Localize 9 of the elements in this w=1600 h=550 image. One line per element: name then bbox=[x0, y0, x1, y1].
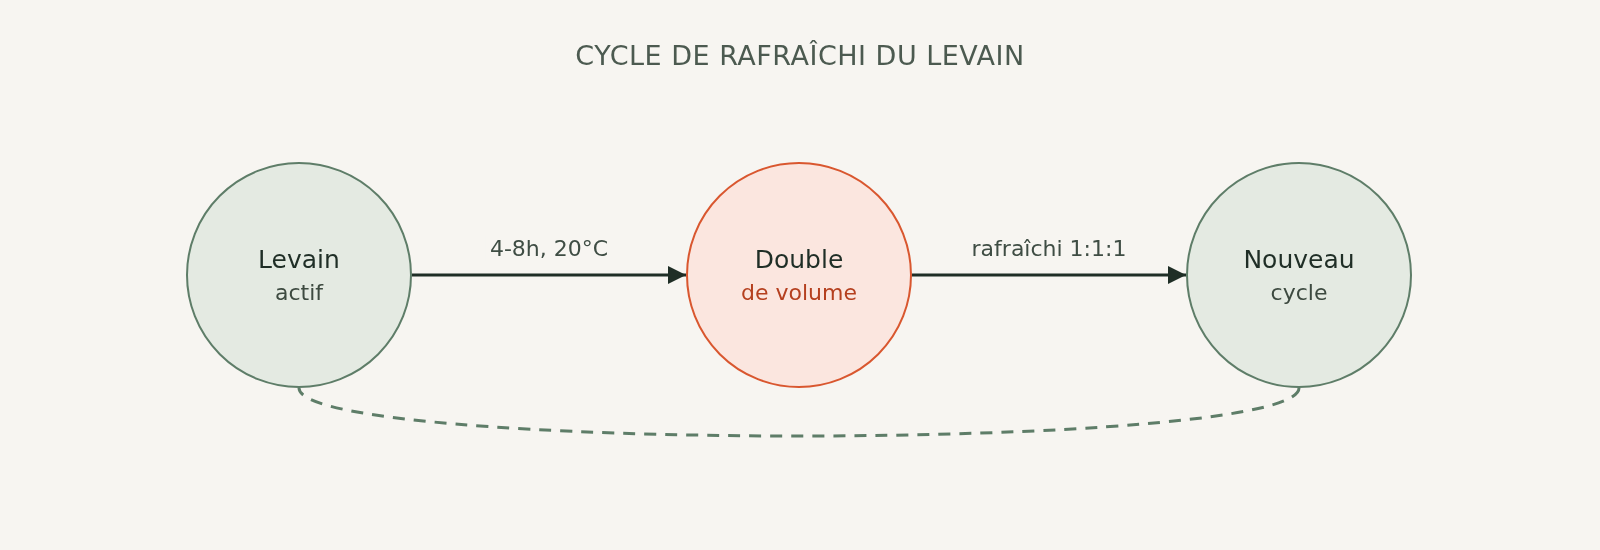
stage-name: Levain bbox=[258, 245, 340, 274]
diagram-title: CYCLE DE RAFRAÎCHI DU LEVAIN bbox=[575, 40, 1025, 71]
stage-name: Nouveau bbox=[1243, 245, 1355, 274]
stage-detail: actif bbox=[274, 280, 324, 305]
stage-detail: de volume bbox=[741, 280, 857, 305]
arrow bbox=[412, 266, 686, 284]
stage-name: Double bbox=[754, 245, 844, 274]
stage-detail: cycle bbox=[1270, 280, 1328, 305]
arrow bbox=[912, 266, 1186, 284]
